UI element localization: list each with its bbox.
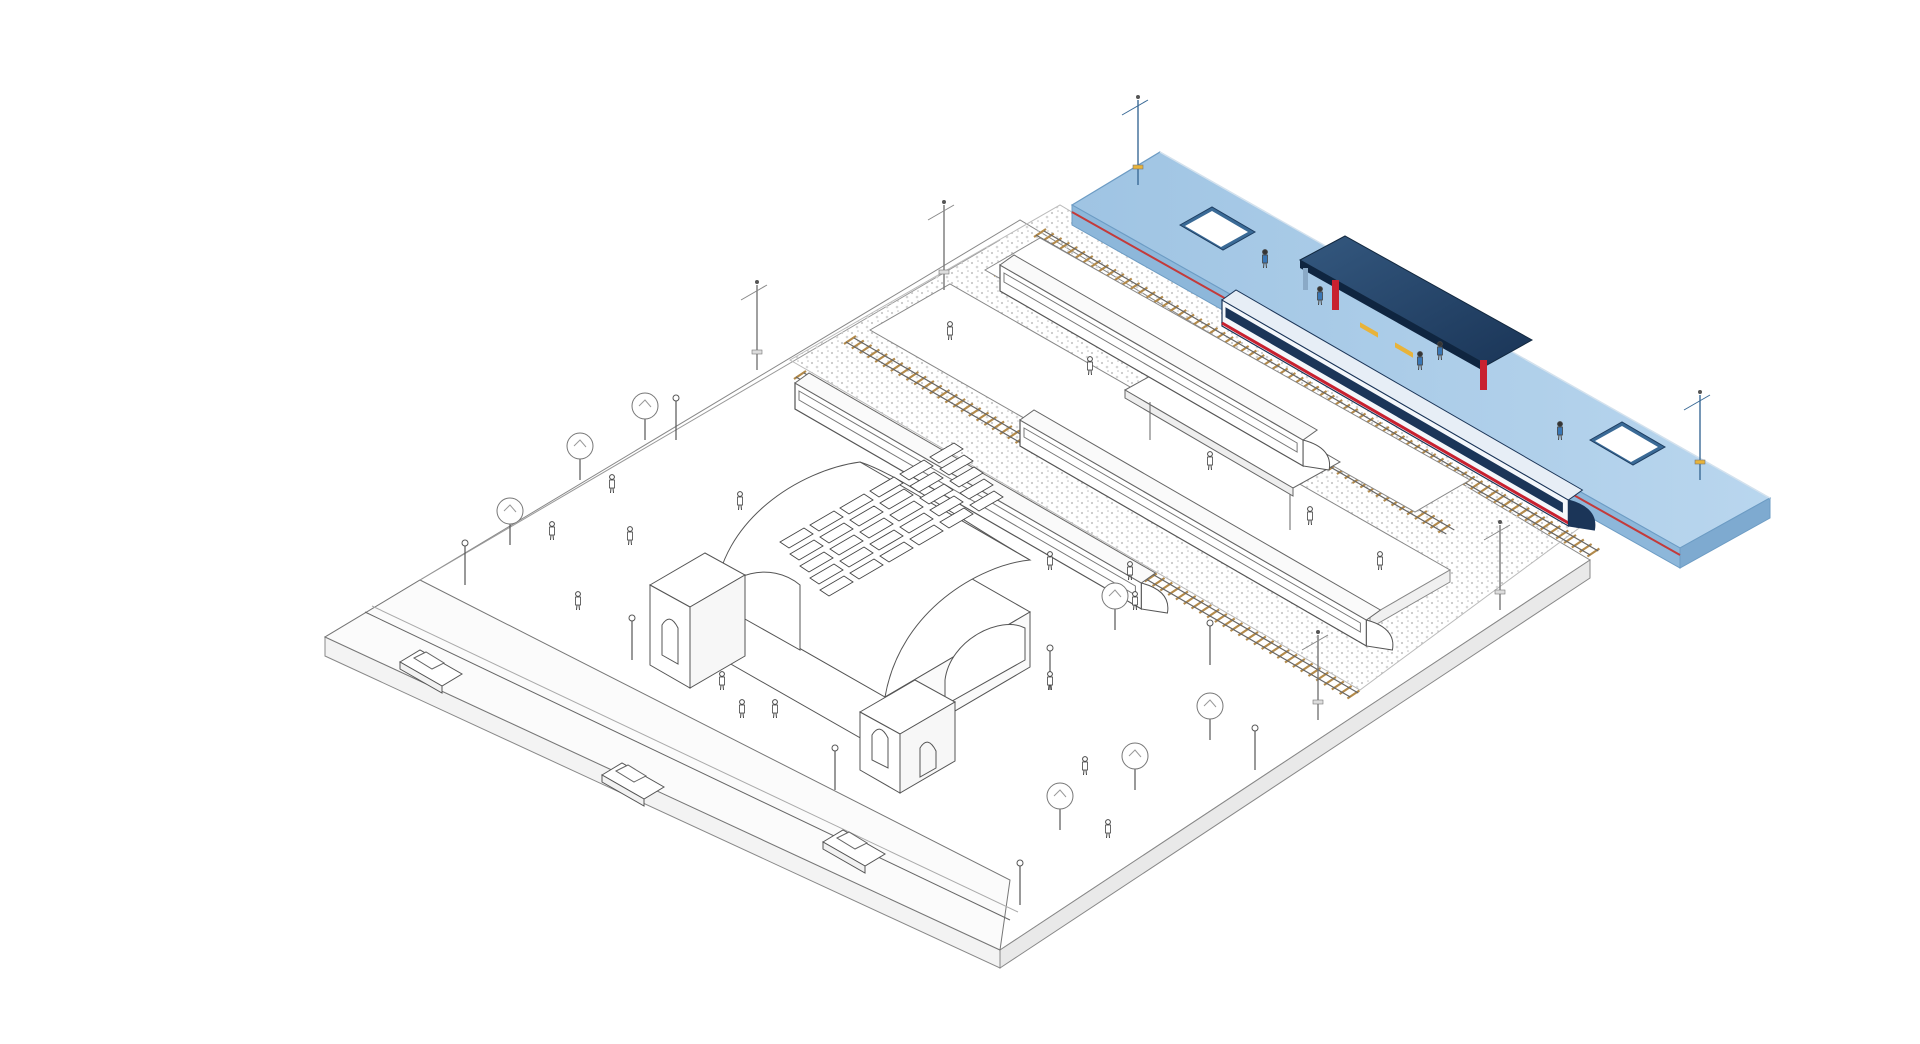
person-icon — [1047, 671, 1053, 691]
person-icon — [1047, 551, 1053, 571]
skylight-grid — [779, 442, 1004, 597]
tree-icon — [496, 497, 524, 545]
lamp-post-icon — [628, 614, 636, 660]
person-icon — [627, 526, 633, 546]
person-icon — [575, 591, 581, 611]
person-icon — [737, 491, 743, 511]
person-icon — [1127, 561, 1133, 581]
catenary-pole-icon — [1683, 390, 1711, 480]
lamp-post-icon — [1206, 619, 1214, 665]
props — [399, 95, 1711, 905]
lamp-post-icon — [1251, 724, 1259, 770]
catenary-pole-icon — [1483, 520, 1511, 610]
person-icon — [947, 321, 953, 341]
tree-icon — [1196, 692, 1224, 740]
person-icon — [719, 671, 725, 691]
lamp-post-icon — [461, 539, 469, 585]
tree-icon — [566, 432, 594, 480]
lamp-post-icon — [672, 394, 680, 440]
station-building-icon — [648, 442, 1032, 794]
underpass-stair-icon — [1178, 206, 1667, 466]
person-icon — [739, 699, 745, 719]
catenary-pole-icon — [740, 280, 768, 370]
lamp-post-icon — [831, 744, 839, 790]
person-icon — [1417, 351, 1423, 371]
car-icon — [822, 829, 886, 874]
train-icon — [1019, 409, 1394, 651]
person-icon — [1105, 819, 1111, 839]
person-icon — [549, 521, 555, 541]
catenary-pole-icon — [1121, 95, 1149, 185]
tree-icon — [1101, 582, 1129, 630]
bench-icon — [1360, 322, 1413, 358]
person-icon — [1307, 506, 1313, 526]
catenary-pole-icon — [927, 200, 955, 290]
person-icon — [1132, 591, 1138, 611]
person-icon — [1317, 286, 1323, 306]
person-icon — [1207, 451, 1213, 471]
person-icon — [1087, 356, 1093, 376]
train-icon — [999, 254, 1331, 471]
person-icon — [609, 474, 615, 494]
catenary-pole-icon — [1301, 630, 1329, 720]
person-icon — [772, 699, 778, 719]
train-icon — [1221, 289, 1596, 531]
rail-track — [1033, 228, 1601, 558]
trains — [794, 254, 1596, 651]
tree-icon — [631, 392, 659, 440]
tree-icon — [1046, 782, 1074, 830]
car-icon — [399, 649, 463, 694]
person-icon — [1557, 421, 1563, 441]
person-icon — [1262, 249, 1268, 269]
person-icon — [1082, 756, 1088, 776]
person-icon — [1437, 341, 1443, 361]
lamp-post-icon — [1016, 859, 1024, 905]
tree-icon — [1121, 742, 1149, 790]
car-icon — [601, 762, 665, 807]
person-icon — [1377, 551, 1383, 571]
